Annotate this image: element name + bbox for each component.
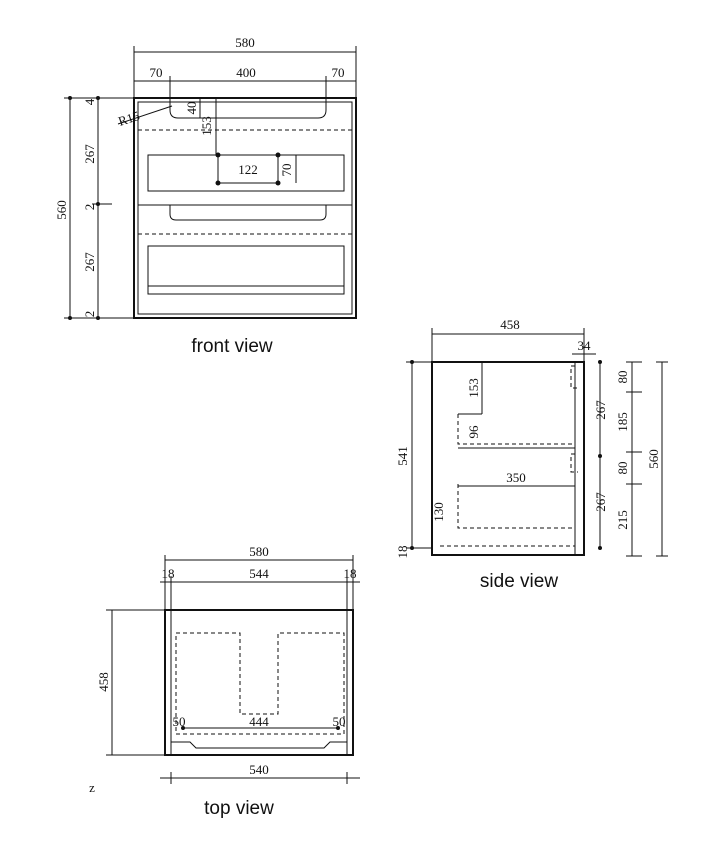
side-dim-215: 215: [615, 510, 630, 530]
side-dim-34: 34: [578, 338, 592, 353]
side-dim-153: 153: [466, 378, 481, 398]
side-dim-80-upper: 80: [615, 371, 630, 384]
side-dim-tick: [598, 454, 602, 458]
side-dim-267-upper: 267: [593, 400, 608, 420]
side-dim-tick: [598, 546, 602, 550]
top-dim-580: 580: [249, 544, 269, 559]
front-dim-267-upper: 267: [82, 144, 97, 164]
side-dim-350: 350: [506, 470, 526, 485]
stray-mark: z: [89, 780, 95, 795]
front-dim-r15: R15: [116, 108, 141, 129]
top-dim-50-left: 50: [173, 714, 186, 729]
front-notch-corner: [215, 180, 221, 186]
front-top-handle-cutout: [169, 98, 327, 119]
front-lower-handle-cutout: [169, 205, 327, 221]
side-dim-tick: [410, 546, 414, 550]
front-dim-2-bottom: 2: [82, 311, 97, 318]
side-view-caption: side view: [480, 571, 558, 592]
front-dim-4: 4: [82, 98, 97, 105]
side-dim-130: 130: [431, 502, 446, 522]
front-dim-tick: [96, 316, 100, 320]
front-dim-70-notch: 70: [279, 164, 294, 177]
side-dim-18: 18: [395, 546, 410, 559]
front-dim-153: 153: [199, 116, 214, 136]
front-dim-580: 580: [235, 35, 255, 50]
top-dim-18-left: 18: [162, 566, 175, 581]
side-cabinet-outline: [431, 361, 585, 556]
side-dim-tick: [410, 360, 414, 364]
side-dim-185: 185: [615, 412, 630, 432]
front-dim-tick: [96, 202, 100, 206]
side-front-notch-upper: [570, 365, 578, 389]
front-lower-drawer: [147, 245, 345, 295]
front-notch-corner: [275, 180, 281, 186]
top-view: 580 18 544 18 458 50 444 50 540 z top vi…: [89, 544, 360, 819]
side-upper-drawer: [457, 414, 575, 445]
front-radius-leader: [117, 105, 173, 125]
top-dim-50-right: 50: [333, 714, 346, 729]
side-front-notch-lower: [570, 453, 578, 473]
front-dim-tick: [68, 96, 72, 100]
front-dim-560: 560: [54, 200, 69, 220]
top-dim-444: 444: [249, 714, 269, 729]
front-dim-122: 122: [238, 162, 258, 177]
side-dim-tick: [598, 360, 602, 364]
top-dim-540: 540: [249, 762, 269, 777]
front-dim-400: 400: [236, 65, 256, 80]
top-dim-18-right: 18: [344, 566, 357, 581]
top-dim-tick: [336, 726, 340, 730]
top-dim-544: 544: [249, 566, 269, 581]
side-dim-560: 560: [646, 449, 661, 469]
front-dim-70-right: 70: [332, 65, 345, 80]
top-cabinet-outline: [164, 609, 354, 756]
front-dim-267-lower: 267: [82, 252, 97, 272]
side-lower-drawer: [457, 484, 575, 529]
top-dim-tick: [181, 726, 185, 730]
front-dim-70-left: 70: [150, 65, 163, 80]
front-view: 580 70 400 70 560 4 267 2 267 2 R15 40 1…: [54, 35, 357, 357]
front-view-caption: front view: [191, 336, 273, 357]
side-view: 458 34 541 18 153 96 350 130 267 267 80 …: [395, 317, 668, 592]
top-front-panel: [171, 741, 347, 749]
front-notch-corner: [215, 152, 221, 158]
side-dim-80-lower: 80: [615, 462, 630, 475]
side-dim-541: 541: [395, 446, 410, 466]
top-dim-458: 458: [96, 672, 111, 692]
side-dim-267-lower: 267: [593, 492, 608, 512]
front-notch-corner: [275, 152, 281, 158]
front-dim-tick: [68, 316, 72, 320]
front-cabinet-outline: [133, 97, 357, 319]
front-dim-2-mid: 2: [82, 204, 97, 211]
front-cabinet-inner-outline: [137, 101, 353, 315]
front-notch: [217, 154, 279, 184]
front-dim-40: 40: [184, 102, 199, 115]
top-drawer-outline: [175, 632, 345, 735]
side-dim-96: 96: [466, 425, 481, 439]
front-dim-tick: [96, 96, 100, 100]
side-dim-458: 458: [500, 317, 520, 332]
top-view-caption: top view: [204, 798, 274, 819]
